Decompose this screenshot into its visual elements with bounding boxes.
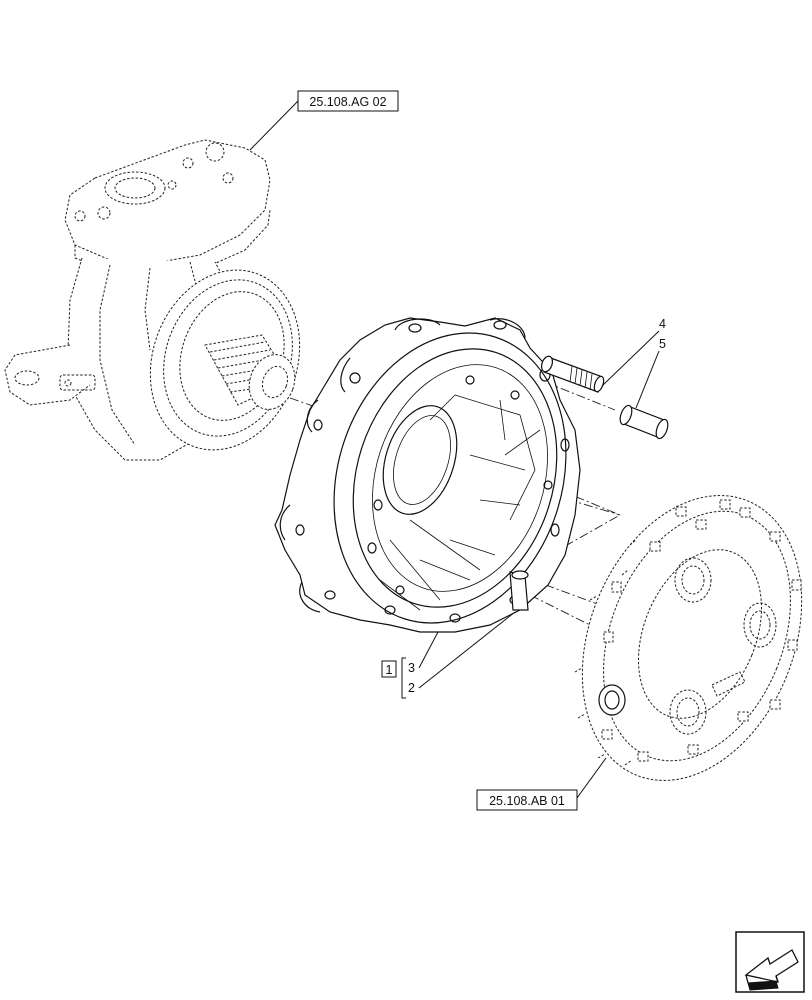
group-number: 1 [386, 663, 393, 677]
cover-perimeter-bolts [601, 499, 802, 762]
callout-group-1: 1 3 2 [381, 657, 415, 699]
leader-25108ag02 [249, 100, 299, 151]
return-arrow-icon[interactable] [735, 931, 805, 993]
splined-shaft [204, 334, 296, 410]
callout-3: 3 [408, 661, 415, 675]
planetary-carrier-cover [574, 495, 803, 781]
reference-label: 25.108.AB 01 [489, 794, 565, 808]
leader-item-2 [418, 611, 516, 689]
callout-2: 2 [408, 681, 415, 695]
wheel-stud-part-4 [540, 355, 605, 393]
leader-item-5 [635, 350, 660, 409]
dowel-part-5 [619, 404, 669, 440]
housing-bolt-holes [295, 320, 570, 623]
steering-knuckle [4, 139, 301, 461]
callout-4: 4 [659, 317, 666, 331]
leader-item-3 [418, 631, 439, 669]
reference-label: 25.108.AG 02 [309, 95, 386, 109]
reference-box-25108ag02[interactable]: 25.108.AG 02 [297, 90, 399, 112]
leader-25108ab01 [576, 757, 607, 799]
reference-box-25108ab01[interactable]: 25.108.AB 01 [476, 789, 578, 811]
leader-item-4 [601, 330, 660, 387]
dowel-pin [509, 570, 529, 611]
callout-5: 5 [659, 337, 666, 351]
wheel-hub-housing [274, 317, 581, 633]
